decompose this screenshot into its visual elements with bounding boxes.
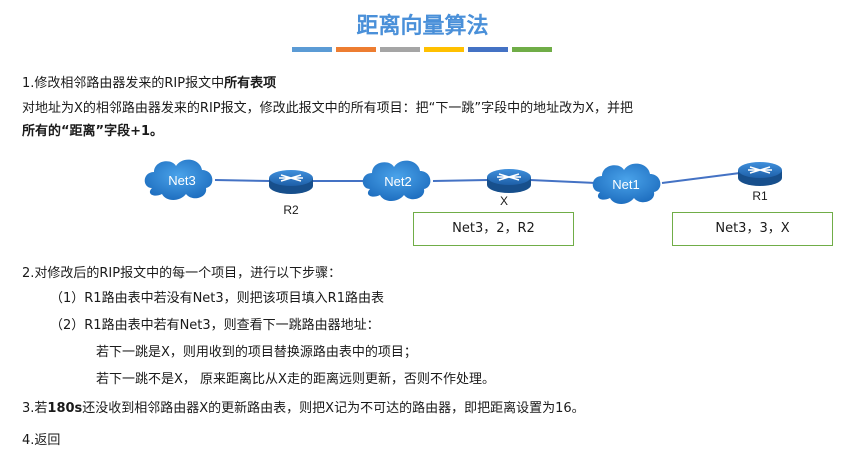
step3: 3.若180s还没收到相邻路由器X的更新路由表，则把X记为不可达的路由器，即把距… [22, 397, 585, 416]
title-color-stripes [292, 47, 552, 52]
router-label-r2: R2 [283, 203, 299, 217]
link-net2-x [432, 179, 489, 182]
router-x-icon [487, 169, 531, 193]
router-r2-icon [269, 170, 313, 194]
title-stripe [292, 47, 332, 52]
cloud-label-net1: Net1 [612, 177, 639, 192]
link-net3-r2 [214, 179, 271, 182]
router-label-x: X [500, 194, 508, 208]
title-stripe [468, 47, 508, 52]
step2-sub2a: 若下一跳是X，则用收到的项目替换源路由表中的项目； [96, 345, 417, 360]
router-r1-icon [738, 162, 782, 186]
step2-sub2: （2）R1路由表中若有Net3，则查看下一跳路由器地址： [50, 318, 380, 333]
cloud-net3-icon [144, 159, 213, 200]
step1-heading-text: 1.修改相邻路由器发来的RIP报文中 [22, 76, 225, 91]
link-x-net1 [529, 179, 597, 184]
title-stripe [512, 47, 552, 52]
step1-line3: 所有的“距离”字段+1。 [22, 120, 163, 139]
router-label-r1: R1 [752, 189, 768, 203]
link-net1-r1 [661, 172, 741, 184]
step3-post: 还没收到相邻路由器X的更新路由表，则把X记为不可达的路由器，即把距离设置为16。 [82, 401, 585, 416]
step1-line2: 对地址为X的相邻路由器发来的RIP报文，修改此报文中的所有项目：把“下一跳”字段… [22, 101, 633, 116]
title-stripe [380, 47, 420, 52]
cloud-label-net2: Net2 [384, 174, 411, 189]
step2-heading: 2.对修改后的RIP报文中的每一个项目，进行以下步骤： [22, 266, 342, 281]
step1-heading: 1.修改相邻路由器发来的RIP报文中所有表项 [22, 72, 276, 91]
step3-bold: 180s [47, 401, 83, 416]
step4: 4.返回 [22, 433, 61, 448]
cloud-label-net3: Net3 [168, 173, 195, 188]
step2-sub1: （1）R1路由表中若没有Net3，则把该项目填入R1路由表 [50, 291, 384, 306]
route-entry-box-x: Net3，2，R2 [413, 212, 574, 246]
step1-heading-bold: 所有表项 [224, 76, 277, 91]
step3-pre: 3.若 [22, 401, 48, 416]
route-entry-box-r1: Net3，3，X [672, 212, 833, 246]
title-stripe [336, 47, 376, 52]
step2-sub2b: 若下一跳不是X， 原来距离比从X走的距离远则更新，否则不作处理。 [96, 372, 495, 387]
step1-line3-bold: 所有的“距离”字段+1。 [22, 124, 164, 139]
cloud-net1-icon [592, 163, 661, 204]
cloud-net2-icon [362, 160, 431, 201]
page-title: 距离向量算法 [356, 14, 489, 39]
network-diagram: Net3 Net2 Net1 R2 X R1 [144, 159, 782, 217]
title-stripe [424, 47, 464, 52]
network-links [214, 172, 741, 184]
